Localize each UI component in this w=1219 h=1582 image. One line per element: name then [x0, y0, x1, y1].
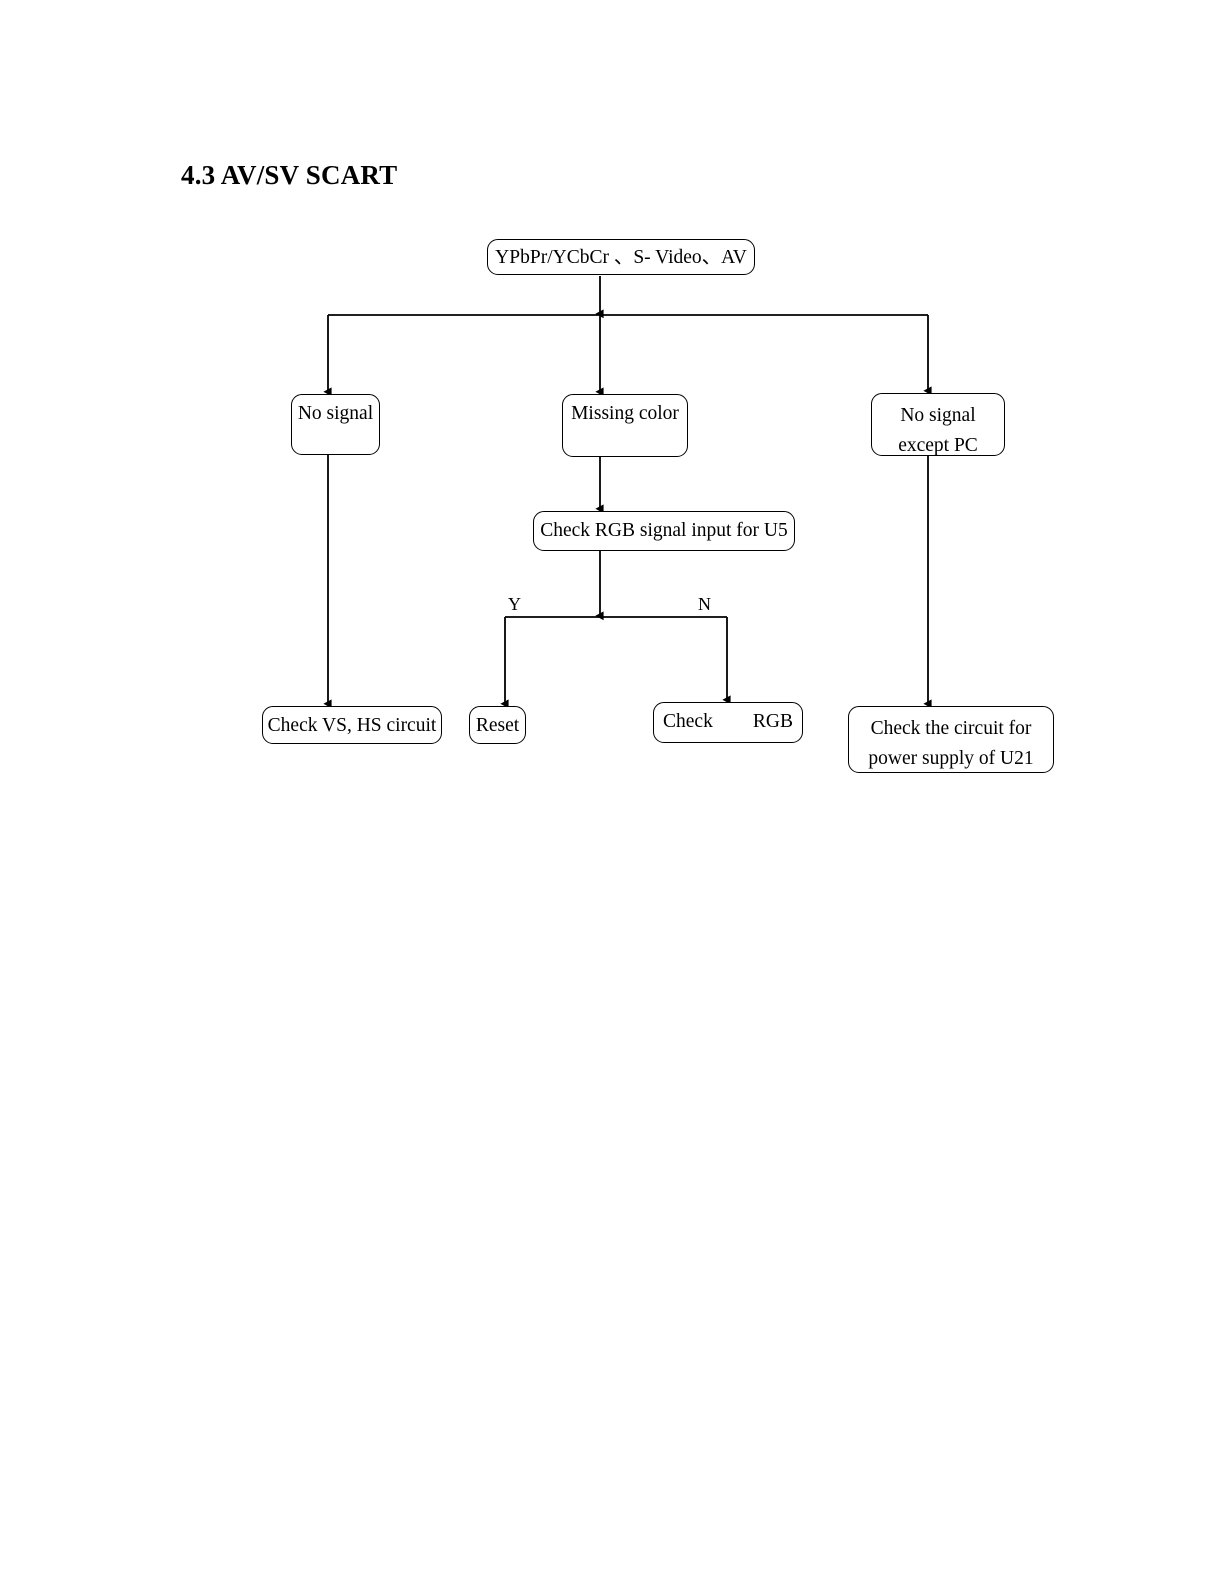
- edge-label-no: N: [698, 594, 711, 614]
- flow-node-reset: Reset: [469, 706, 526, 744]
- flow-node-check-power-supply-u21: Check the circuit for power supply of U2…: [848, 706, 1054, 773]
- flow-node-check-rgb-right: RGB: [752, 711, 793, 732]
- flow-node-check-vs-hs-circuit: Check VS, HS circuit: [262, 706, 442, 744]
- flowchart-diagram: Y N YPbPr/YCbCr 、S- Video、AV No signal M…: [262, 239, 1054, 773]
- flow-node-check-rgb-left: Check: [663, 711, 713, 732]
- page-title: 4.3 AV/SV SCART: [181, 160, 398, 190]
- flow-node-check-rgb: Check RGB: [653, 702, 803, 743]
- flow-node-source-inputs: YPbPr/YCbCr 、S- Video、AV: [487, 239, 755, 275]
- flow-node-check-rgb-signal-input: Check RGB signal input for U5: [533, 511, 795, 551]
- flow-node-no-signal-except-pc: No signal except PC: [871, 393, 1005, 456]
- flow-node-no-signal: No signal: [291, 394, 380, 455]
- flow-node-no-signal-except-pc-line1: No signal: [900, 405, 976, 426]
- flow-node-check-power-supply-u21-line1: Check the circuit for: [870, 718, 1032, 739]
- edge-label-yes: Y: [508, 594, 521, 614]
- flow-node-no-signal-except-pc-line2: except PC: [898, 435, 978, 457]
- flow-node-missing-color: Missing color: [562, 394, 688, 457]
- flow-node-check-power-supply-u21-line2: power supply of U21: [868, 748, 1034, 770]
